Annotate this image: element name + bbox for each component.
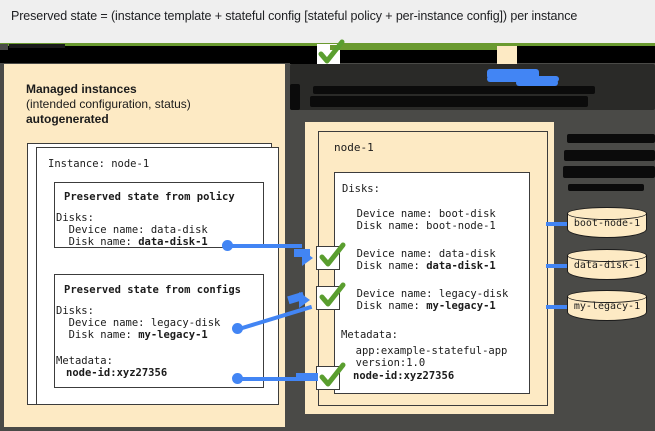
disk-label: data-disk-1 (573, 260, 641, 271)
policy-disk-name-line: Disk name: data-disk-1 (56, 236, 208, 250)
header-band (0, 0, 655, 43)
strip-cream-tab (497, 46, 517, 65)
configs-box-title: Preserved state from configs (64, 284, 242, 296)
live-metadata-app: app:example-stateful-app (343, 345, 508, 357)
disk-cylinder-boot-node-1: boot-node-1 (567, 207, 649, 241)
strip-notch (0, 44, 8, 50)
page-title: Preserved state = (instance template + s… (11, 9, 578, 23)
configs-disk-name-value: my-legacy-1 (138, 329, 208, 341)
redaction-right-bar-2 (564, 150, 655, 161)
redaction-right-bar-1 (567, 134, 655, 143)
disk-label: boot-node-1 (573, 218, 641, 229)
redaction-right-bar-4 (568, 184, 644, 191)
live-disks-label: Disks: (342, 183, 380, 195)
disk-cylinder-top (567, 249, 647, 262)
disk-cylinder-top (567, 290, 647, 303)
check-box-data-disk (316, 246, 340, 270)
instance-title: Instance: node-1 (48, 158, 150, 170)
live-node-label: node-1 (334, 141, 374, 154)
strip-dark-segment (290, 46, 317, 64)
managed-instances-heading: Managed instances (intended configuratio… (26, 82, 191, 127)
disk-label: my-legacy-1 (573, 301, 641, 312)
live-legacy-disk-name-value: my-legacy-1 (426, 300, 496, 312)
preserved-state-policy-box (54, 182, 264, 248)
live-legacy-disk-name-label: Disk name: (344, 300, 427, 312)
check-box-legacy-disk (316, 286, 340, 310)
check-box-metadata (316, 366, 340, 390)
live-data-disk-name-label: Disk name: (344, 260, 427, 272)
policy-box-title: Preserved state from policy (64, 191, 235, 203)
connector-line-data-disk (230, 244, 302, 248)
redaction-right-bar-3 (563, 166, 655, 178)
connector-dot-data-disk (222, 240, 233, 251)
live-data-disk-name-line: Disk name: data-disk-1 (344, 260, 496, 274)
cylinder-link-legacy (546, 305, 568, 309)
live-legacy-device-name: Device name: legacy-disk (344, 288, 509, 300)
connector-dot-legacy-disk (232, 323, 243, 334)
redaction-text-bar-1 (313, 86, 595, 94)
disk-cylinder-my-legacy-1: my-legacy-1 (567, 290, 649, 324)
connector-stub-metadata (296, 373, 318, 381)
strip-green-underline (330, 45, 500, 50)
managed-instances-subtitle: (intended configuration, status) (26, 97, 191, 111)
live-data-disk-name-value: data-disk-1 (426, 260, 496, 272)
redaction-text-bar-2 (310, 96, 588, 107)
redaction-blue-bar-1 (487, 69, 539, 79)
live-metadata-label: Metadata: (341, 329, 398, 341)
connector-dot-metadata (232, 373, 243, 384)
configs-metadata-value: node-id:xyz27356 (66, 367, 168, 379)
disk-cylinder-data-disk-1: data-disk-1 (567, 249, 649, 283)
managed-instances-emphasis: autogenerated (26, 112, 109, 126)
configs-device-name: Device name: legacy-disk (56, 317, 221, 329)
live-data-device-name: Device name: data-disk (344, 248, 496, 260)
configs-disk-name-label: Disk name: (56, 329, 139, 341)
configs-disk-name-line: Disk name: my-legacy-1 (56, 329, 208, 343)
bottom-dark-band (285, 414, 655, 431)
strip-tab (9, 44, 65, 48)
managed-instances-label: Managed instances (26, 82, 137, 96)
cylinder-link-boot (546, 222, 568, 226)
live-disks-box (334, 172, 530, 394)
preserved-state-configs-box (54, 274, 264, 388)
policy-disks-label: Disks: (56, 212, 94, 224)
configs-metadata-label: Metadata: (56, 355, 113, 367)
live-legacy-disk-name-line: Disk name: my-legacy-1 (344, 300, 496, 314)
live-boot-disk-name: Disk name: boot-node-1 (344, 220, 496, 232)
policy-disk-name-value: data-disk-1 (138, 236, 208, 248)
cylinder-link-data (546, 264, 568, 268)
redaction-blue-bar-3 (516, 80, 558, 86)
disk-cylinder-top (567, 207, 647, 220)
policy-device-name: Device name: data-disk (56, 224, 208, 236)
policy-disk-name-label: Disk name: (56, 236, 139, 248)
live-boot-device-name: Device name: boot-disk (344, 208, 496, 220)
live-metadata-node-id: node-id:xyz27356 (353, 370, 455, 382)
redaction-text-bar-3 (290, 84, 300, 110)
live-metadata-version: version:1.0 (343, 357, 426, 369)
connector-line-metadata (240, 377, 298, 381)
arrow-right-icon (302, 250, 313, 266)
redaction-blue-bar-2 (487, 76, 559, 82)
arrow-right-icon (299, 292, 310, 308)
configs-disks-label: Disks: (56, 305, 94, 317)
